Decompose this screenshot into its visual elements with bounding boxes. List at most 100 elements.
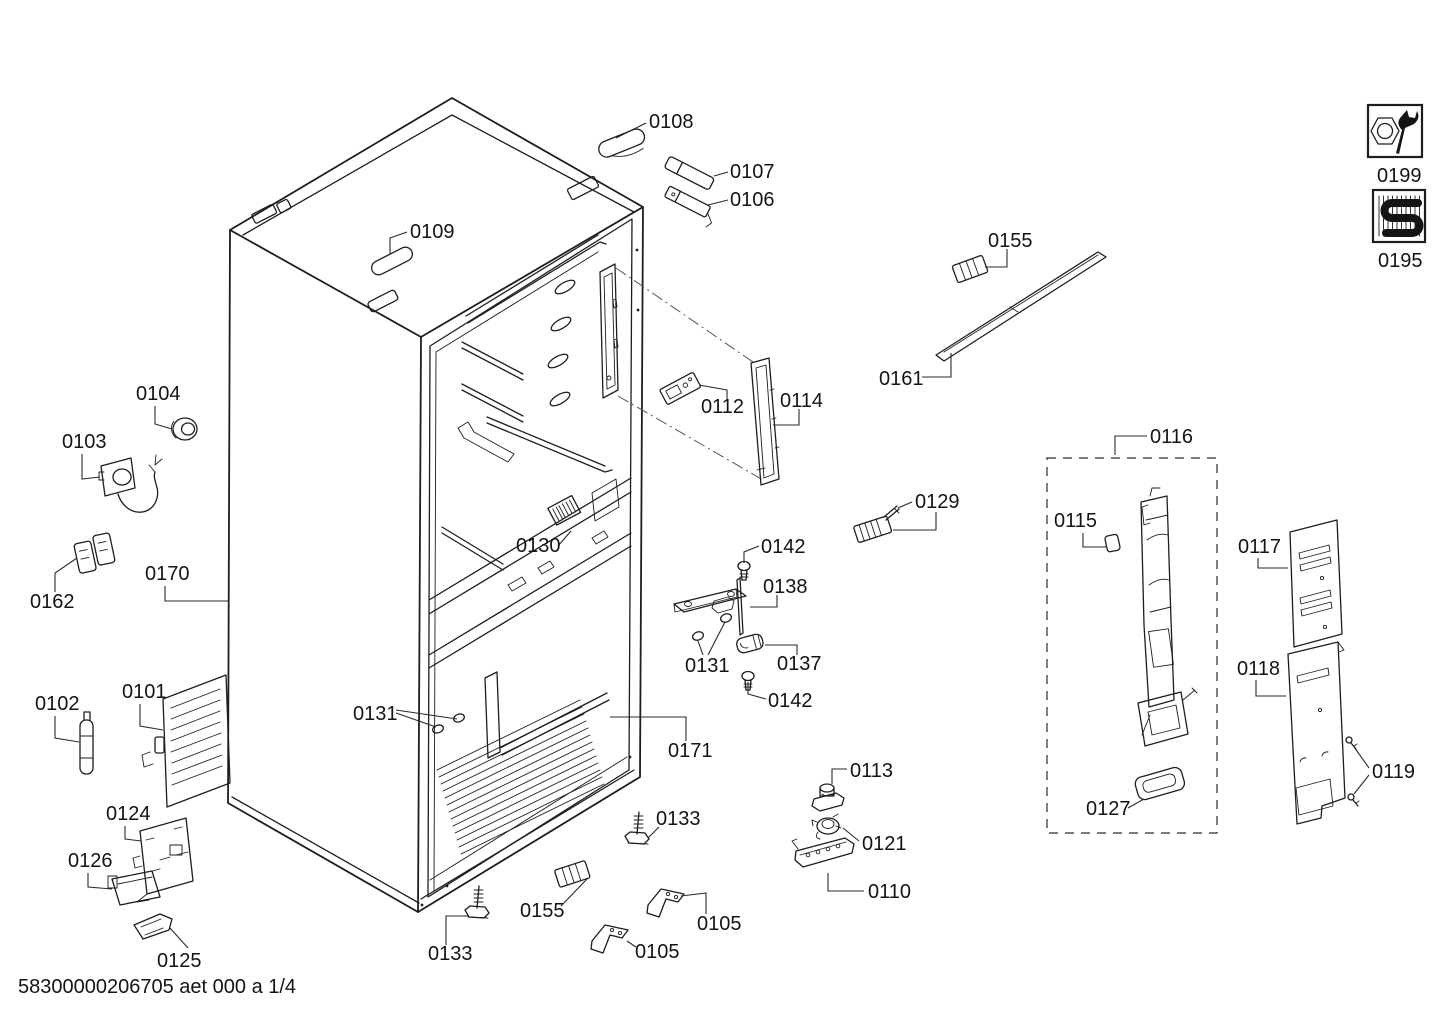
leader-0113	[831, 768, 847, 784]
callout-0162: 0162	[30, 591, 75, 613]
part-0142-a	[737, 560, 751, 581]
part-0138	[673, 577, 747, 636]
leader-0117	[1257, 558, 1288, 569]
callout-0138: 0138	[763, 576, 808, 598]
legend-condenser-item: 0195	[1371, 188, 1427, 272]
leader-0155-bottom	[560, 877, 589, 907]
callout-0126: 0126	[68, 850, 113, 872]
leader-0131-right	[697, 640, 704, 656]
leader-0129-a	[897, 501, 913, 509]
assembly-axis-line-b	[617, 395, 764, 481]
leader-0115	[1082, 533, 1106, 548]
callout-0110: 0110	[868, 881, 911, 903]
part-0121	[811, 813, 842, 840]
leader-0104	[154, 406, 173, 430]
leader-lines	[54, 122, 1370, 949]
part-0107	[664, 156, 715, 190]
callout-0109: 0109	[410, 221, 455, 243]
callout-0131-left: 0131	[353, 703, 398, 725]
callout-0137: 0137	[777, 653, 822, 675]
part-0133-left	[464, 885, 490, 919]
part-0115	[1104, 533, 1121, 553]
part-0155-bottom	[554, 860, 591, 888]
part-0131-hole-b	[453, 713, 465, 723]
callout-0101: 0101	[122, 681, 167, 703]
part-0125	[133, 913, 173, 940]
callout-0119: 0119	[1372, 761, 1415, 783]
part-0117	[1289, 519, 1343, 648]
legend-service-label: 0199	[1377, 165, 1422, 187]
part-0155-top	[951, 254, 989, 284]
callout-0171: 0171	[668, 740, 713, 762]
condenser-coil-icon	[1378, 195, 1424, 237]
leader-0126	[87, 873, 113, 890]
leader-0170	[164, 586, 228, 602]
callout-0161: 0161	[879, 368, 924, 390]
part-0102	[79, 711, 94, 775]
leader-0124	[124, 826, 142, 842]
part-0133-right	[624, 811, 650, 845]
leader-0162	[54, 557, 78, 592]
callout-0114: 0114	[780, 390, 823, 412]
assembly-axis-line-a	[615, 267, 754, 363]
leader-0133-right	[647, 826, 660, 839]
part-0137	[736, 633, 764, 654]
part-0108	[598, 128, 646, 158]
part-0162	[73, 532, 116, 574]
part-0119-screws	[1345, 736, 1360, 807]
part-0116-duct	[1137, 487, 1198, 747]
legend: 0199 0195	[1366, 103, 1427, 272]
leader-0161	[922, 353, 952, 378]
leader-0131-left-a	[395, 712, 437, 728]
part-0110	[791, 837, 855, 868]
leader-0171	[610, 716, 687, 741]
callout-0125: 0125	[157, 950, 202, 972]
callout-0170: 0170	[145, 563, 190, 585]
leader-0138	[750, 595, 778, 608]
leader-0118	[1255, 680, 1286, 697]
leader-0116	[1114, 435, 1147, 455]
leader-0103	[81, 454, 101, 480]
leader-0102	[54, 716, 80, 743]
leader-0109	[389, 231, 408, 255]
callout-0133-left: 0133	[428, 943, 473, 965]
callout-0105-right: 0105	[697, 913, 742, 935]
leader-0119-a	[1351, 743, 1370, 769]
callout-0105-bottom: 0105	[635, 941, 680, 963]
leader-0106	[707, 199, 729, 206]
leader-0101	[139, 704, 164, 731]
part-0112	[659, 372, 701, 405]
leader-0121	[842, 827, 860, 842]
part-0105-right	[646, 888, 685, 918]
callout-0121: 0121	[862, 833, 907, 855]
callout-0118: 0118	[1237, 658, 1280, 680]
leader-0142-b	[747, 682, 767, 700]
part-0126	[107, 870, 161, 906]
legend-service-item: 0199	[1366, 103, 1424, 187]
part-0113	[811, 783, 845, 812]
callout-0107: 0107	[730, 161, 775, 183]
callout-0102: 0102	[35, 693, 80, 715]
leader-0130	[557, 530, 572, 547]
callout-0133-right: 0133	[656, 808, 701, 830]
part-0105-bottom	[590, 924, 629, 954]
part-0114	[750, 357, 780, 486]
callout-0127: 0127	[1086, 798, 1131, 820]
part-0103	[98, 454, 163, 513]
callout-0108: 0108	[649, 111, 694, 133]
callout-0112: 0112	[701, 396, 744, 418]
callout-0142-b: 0142	[768, 690, 813, 712]
callout-0130: 0130	[516, 535, 561, 557]
leader-0112	[698, 384, 728, 399]
leader-0131-right-b	[707, 621, 726, 656]
leader-0131-left-b	[395, 709, 458, 720]
part-0118	[1287, 641, 1346, 825]
callout-0103: 0103	[62, 431, 107, 453]
callout-0104: 0104	[136, 383, 181, 405]
leader-0105-right	[680, 892, 707, 914]
leader-0127	[1127, 798, 1145, 809]
leader-0125	[169, 927, 189, 949]
wrench-and-nut-icon	[1370, 110, 1419, 154]
callout-0129: 0129	[915, 491, 960, 513]
